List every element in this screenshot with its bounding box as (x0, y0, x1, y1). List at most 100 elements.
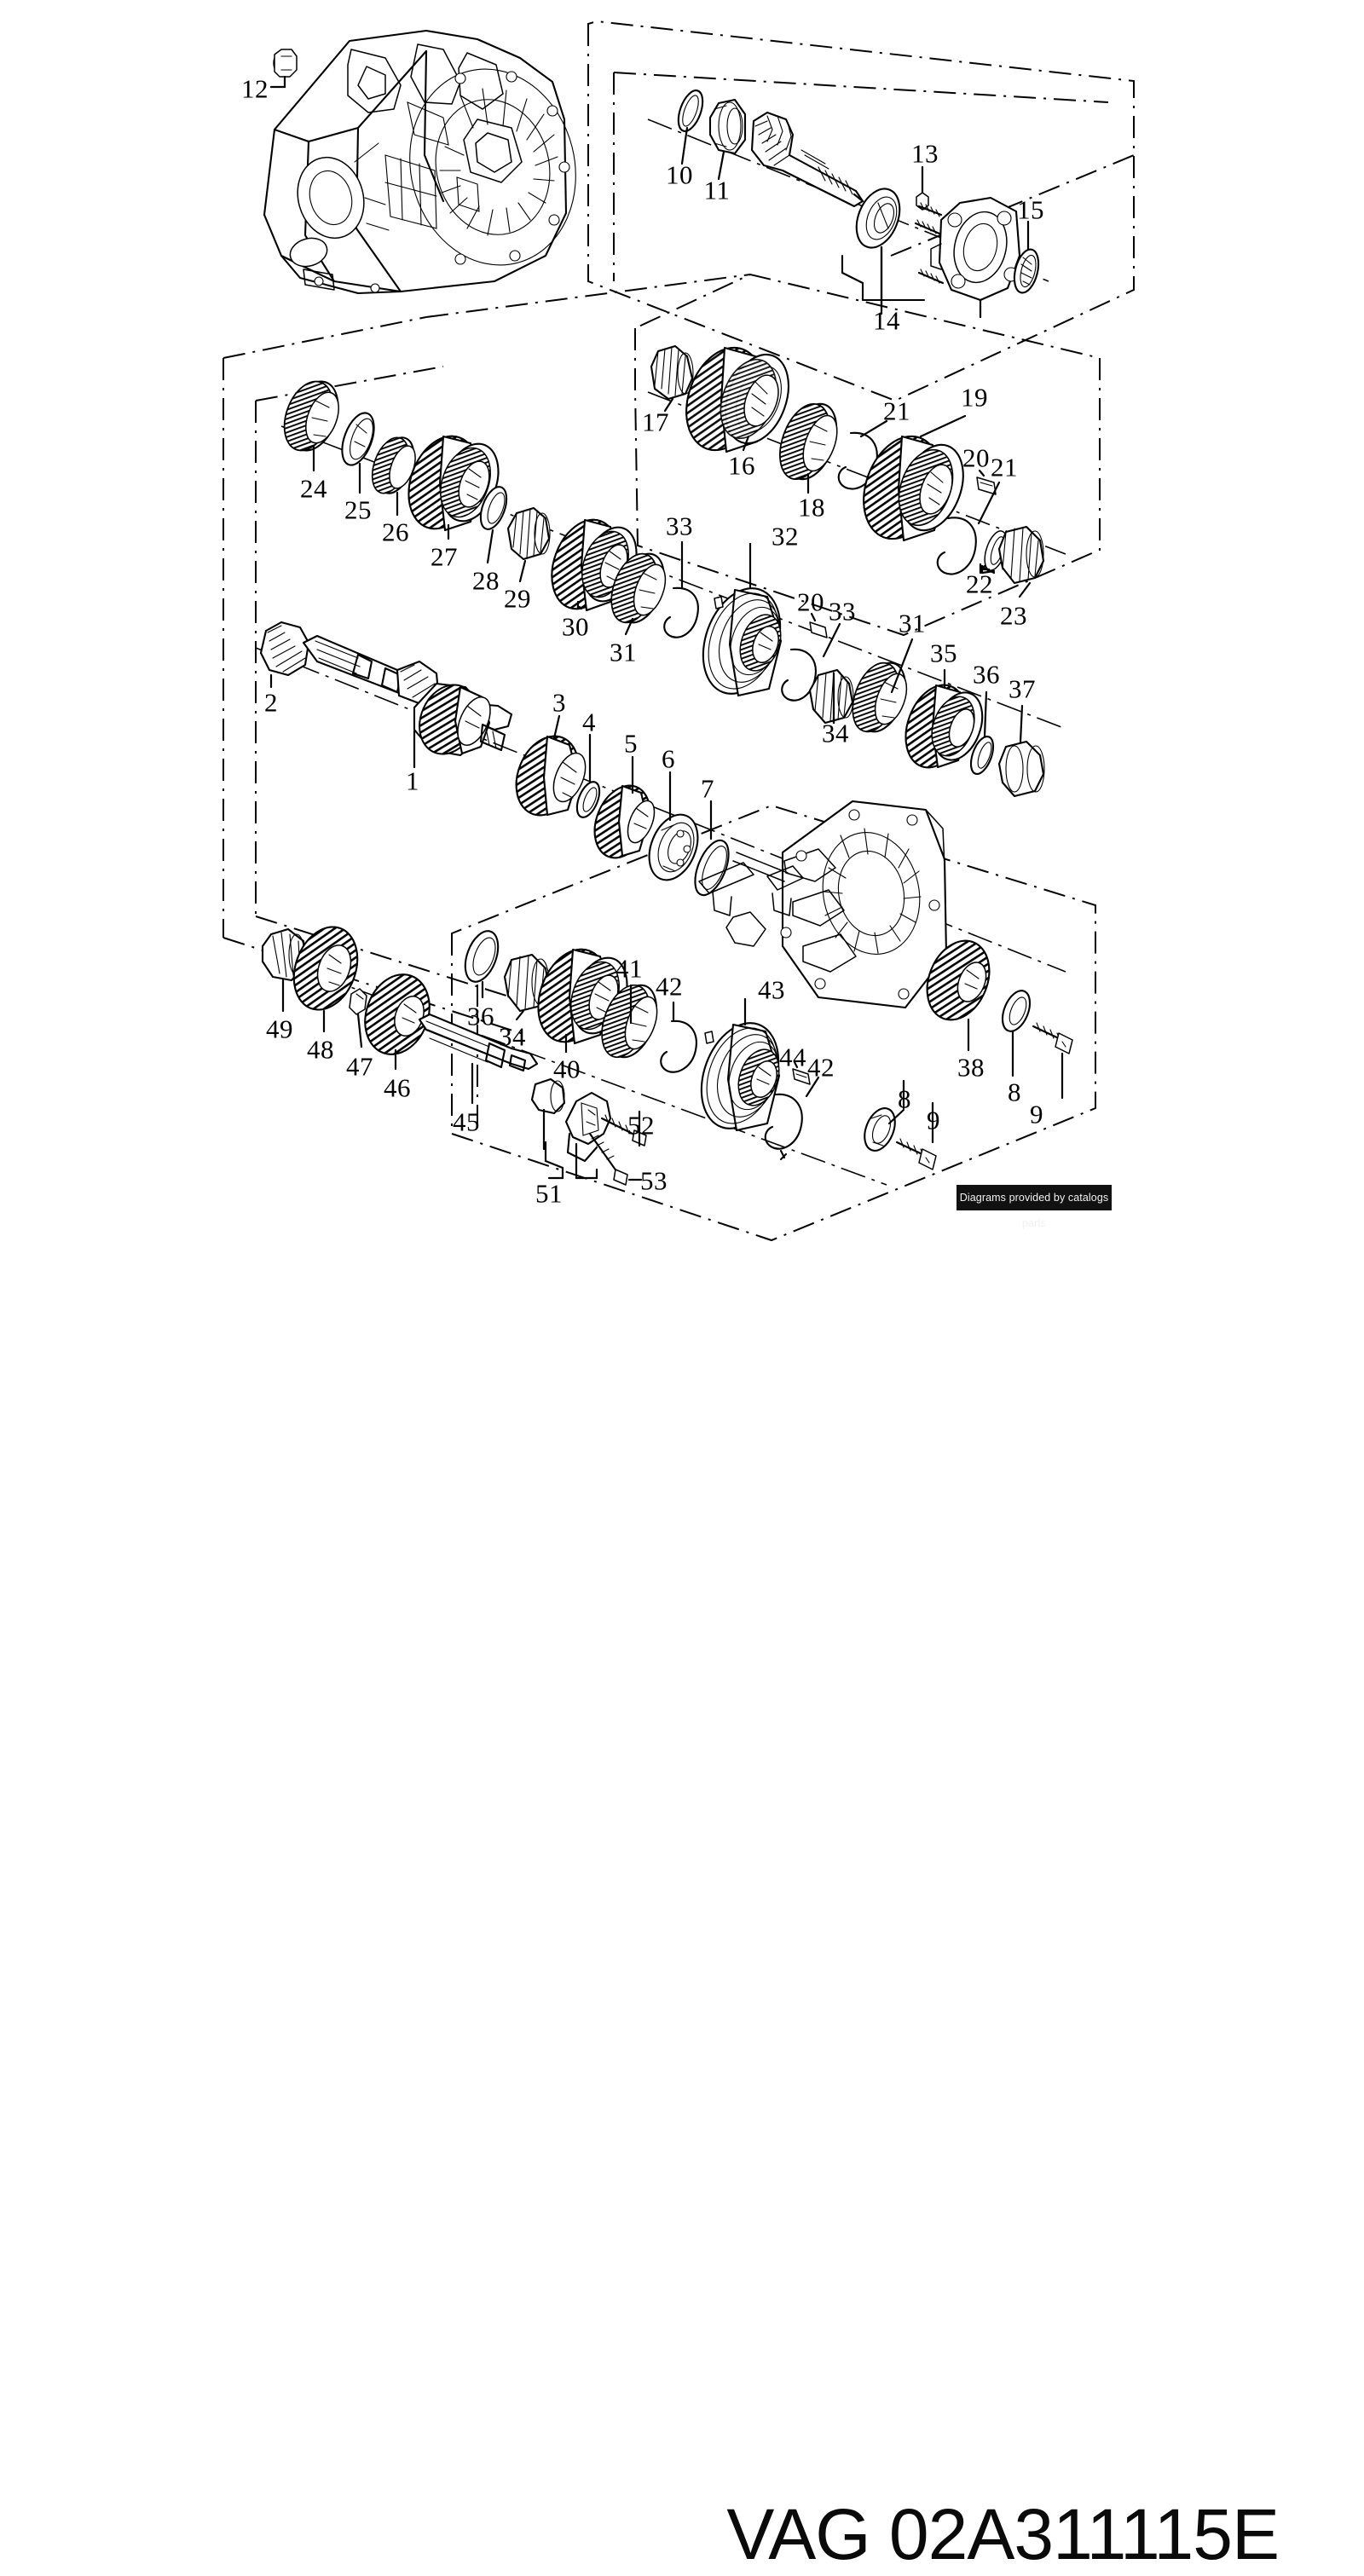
callout-4: 4 (582, 707, 596, 737)
part-38-gear (926, 939, 991, 1052)
part-24-ring (283, 380, 339, 472)
callout-19: 19 (961, 382, 988, 413)
callout-13: 13 (911, 138, 939, 169)
callout-12: 12 (241, 73, 269, 104)
gear-cluster-16-23 (650, 344, 1045, 598)
callout-36: 36 (973, 659, 1000, 690)
part-18-synchro-ring (779, 402, 838, 494)
selector-sleeve (530, 1077, 566, 1151)
callout-5: 5 (624, 728, 638, 759)
part-34-needle-bearing-lower (503, 953, 551, 1021)
part-42-spring-left (660, 1001, 697, 1073)
part-11-bearing (708, 98, 747, 181)
part-45-shaft (418, 1013, 539, 1105)
part-12-plug (269, 49, 298, 89)
part-25-ring (341, 412, 375, 494)
part-5-gear (593, 755, 656, 859)
part-43-synchro-hub (700, 997, 781, 1132)
input-shaft-body (750, 111, 864, 208)
part-19-gear (863, 414, 967, 542)
callout-36: 36 (467, 1001, 494, 1031)
callout-45: 45 (453, 1106, 480, 1137)
callout-21: 21 (883, 396, 910, 426)
callout-25: 25 (344, 494, 372, 525)
part-52-screw (600, 1110, 647, 1147)
callout-47: 47 (346, 1051, 373, 1082)
part-31-synchro-ring-right (852, 638, 914, 733)
part-6-bearing (648, 771, 699, 881)
part-35-gear (905, 668, 984, 769)
callout-8: 8 (1008, 1077, 1021, 1107)
part-8-washer-upper (1001, 990, 1032, 1077)
bearing-retainer-bolts (914, 202, 945, 285)
part-42-spring-right (764, 1076, 820, 1161)
callout-29: 29 (504, 583, 531, 614)
callout-31: 31 (899, 608, 926, 638)
part-13-clip (916, 165, 929, 211)
part-37-bush (997, 704, 1045, 798)
part-21-spring-right (936, 481, 1001, 575)
callout-51: 51 (535, 1178, 563, 1209)
part-16-gear (685, 346, 789, 453)
callout-52: 52 (627, 1110, 655, 1141)
part-10-circlip (677, 90, 704, 165)
input-shaft-flange (930, 196, 1021, 319)
part-3-gear (515, 714, 587, 817)
callout-17: 17 (642, 407, 669, 437)
callout-34: 34 (499, 1021, 526, 1052)
part-15-seal (1013, 220, 1040, 294)
callout-7: 7 (701, 773, 714, 804)
callout-10: 10 (666, 159, 693, 190)
callout-34: 34 (822, 718, 849, 748)
callout-41: 41 (616, 953, 643, 984)
part-7-o-ring (694, 800, 730, 897)
input-shaft-assembly (677, 90, 1040, 319)
part-33-spring-left (663, 540, 699, 638)
part-53-screw (588, 1132, 643, 1186)
callout-9: 9 (1030, 1099, 1043, 1129)
reverse-idler-assembly (864, 939, 1073, 1170)
callout-27: 27 (431, 541, 458, 572)
main-shaft-assembly (259, 621, 730, 897)
callout-37: 37 (1009, 673, 1036, 704)
callout-48: 48 (307, 1034, 334, 1065)
part-32-synchro-hub (702, 542, 783, 697)
callout-14: 14 (873, 305, 900, 336)
part-47-clip (349, 988, 367, 1048)
part-29-needle-bearing (506, 506, 551, 583)
callout-24: 24 (300, 473, 327, 504)
part-44-key (792, 1060, 811, 1085)
part-9-screw-lower (895, 1101, 937, 1170)
part-48-bevel-gear (292, 926, 359, 1033)
part-40-gear (537, 948, 628, 1054)
callout-20: 20 (962, 442, 990, 473)
part-20-key-right (976, 469, 997, 495)
part-8-washer-lower (864, 1079, 905, 1152)
differential-shaft-assembly (261, 926, 820, 1186)
part-title: VAG 02A311115E (726, 2494, 1280, 2574)
part-9-screw-upper (1032, 1022, 1073, 1100)
callout-1: 1 (406, 765, 419, 796)
gear-train-24-31 (283, 380, 1045, 798)
callout-42: 42 (807, 1052, 835, 1083)
part-33-spring-right (781, 622, 841, 702)
part-20-key-centre (809, 612, 828, 638)
callout-15: 15 (1017, 194, 1044, 225)
callout-30: 30 (562, 611, 589, 642)
part-34-needle-bearing-upper (808, 668, 854, 725)
callout-6: 6 (662, 743, 675, 774)
callout-8: 8 (898, 1083, 911, 1114)
part-30-gear (551, 518, 638, 612)
part-1-main-shaft (302, 634, 513, 769)
part-31-synchro-ring-left (610, 552, 667, 636)
callout-9: 9 (927, 1105, 940, 1135)
callout-2: 2 (264, 687, 278, 718)
part-46-bevel-gear (364, 973, 431, 1071)
callout-49: 49 (266, 1014, 293, 1044)
part-17-needle-bearing (650, 344, 694, 413)
callout-35: 35 (930, 638, 957, 668)
part-14-bearing (841, 188, 926, 315)
callout-32: 32 (772, 521, 799, 552)
part-36-washer-lower (464, 930, 500, 999)
exploded-parts-illustration: .ln{fill:none;stroke:#000;stroke-width:2… (223, 20, 1139, 1242)
